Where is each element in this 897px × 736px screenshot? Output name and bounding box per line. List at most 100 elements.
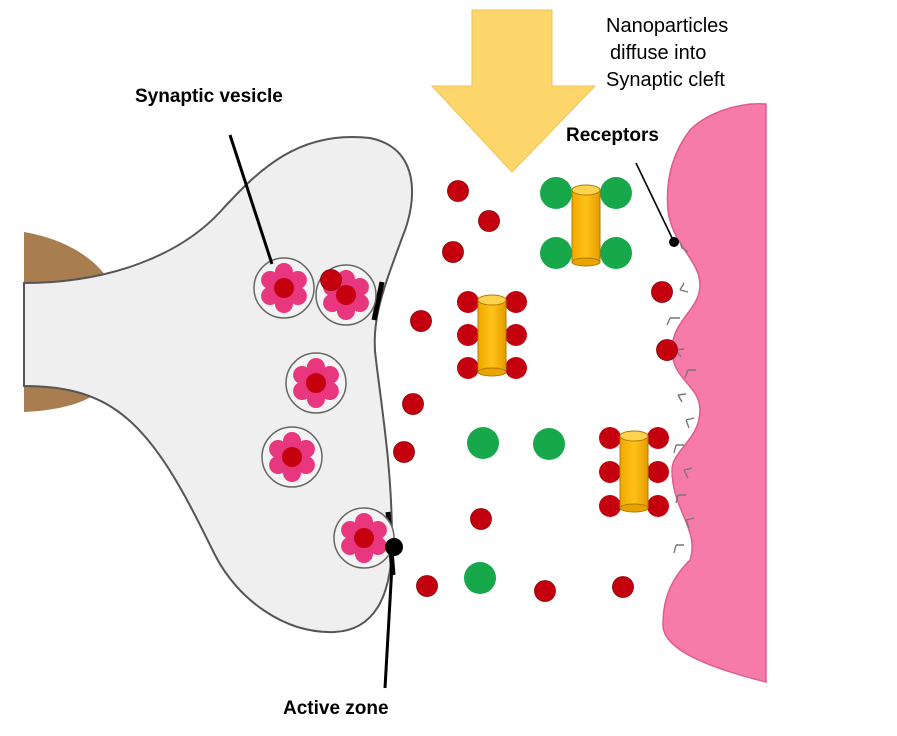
carrier-sphere — [599, 427, 621, 449]
neurotransmitter-dot — [296, 440, 315, 458]
neurotransmitter-dot — [293, 382, 312, 400]
cleft-particles — [320, 180, 678, 602]
receptor-icon — [673, 544, 684, 554]
nanoparticles-note-line2: diffuse into — [610, 42, 707, 64]
postsynaptic-membrane — [662, 103, 767, 683]
carrier-sphere — [505, 357, 527, 379]
receptor-icon — [677, 393, 687, 403]
neurotransmitter-dot — [261, 271, 280, 289]
vesicle-leader-line — [228, 134, 274, 265]
carrier-cylinder-base — [619, 503, 649, 513]
vesicle-circle-icon — [333, 507, 395, 569]
carrier-cylinder-cap — [619, 430, 649, 442]
axon-top — [24, 232, 112, 286]
carrier-sphere — [457, 291, 479, 313]
carrier-sphere — [647, 427, 669, 449]
carrier-cylinder — [571, 189, 601, 263]
neurotransmitter-particle — [402, 393, 424, 415]
neurotransmitter-dot — [341, 521, 360, 539]
vesicle-circle-icon — [253, 257, 315, 319]
neurotransmitter-core — [282, 447, 302, 467]
synaptic-vesicle-label: Synaptic vesicle — [135, 86, 283, 107]
neurotransmitter-dot — [341, 537, 360, 555]
receptor-icon — [685, 517, 695, 529]
receptor-icon — [683, 467, 693, 479]
neurotransmitter-dot — [288, 271, 307, 289]
neurotransmitter-dot — [275, 263, 293, 281]
neurotransmitter-dot — [350, 278, 369, 296]
active-zone-membrane-top — [371, 281, 385, 321]
neurotransmitter-dot — [283, 432, 301, 450]
receptor-icon — [679, 241, 689, 253]
carrier-sphere — [505, 324, 527, 346]
neurotransmitter-dot — [320, 366, 339, 384]
carrier-sphere — [647, 495, 669, 517]
neurotransmitter-dot — [307, 358, 325, 376]
receptor-leader-dot — [669, 237, 679, 247]
neurotransmitter-particle — [320, 269, 342, 291]
neurotransmitter-core — [354, 528, 374, 548]
carrier-cylinder — [619, 435, 649, 509]
neurotransmitter-particle — [478, 210, 500, 232]
nanoparticles-note-line3: Synaptic cleft — [606, 69, 725, 91]
carrier-cylinder-base — [477, 367, 507, 377]
neurotransmitter-dot — [288, 287, 307, 305]
neurotransmitter-dot — [307, 390, 325, 408]
receptor-icon — [685, 417, 695, 429]
neurotransmitter-dot — [293, 366, 312, 384]
neurotransmitter-dot — [350, 294, 369, 312]
receptor-leader-line — [635, 162, 675, 243]
neurotransmitter-dot — [337, 270, 355, 288]
vesicle-circle-icon — [285, 352, 347, 414]
receptor-icon — [666, 317, 680, 326]
receptor-icon — [684, 369, 696, 379]
nanoparticle-carriers — [457, 177, 669, 517]
carrier-cylinder-cap — [571, 184, 601, 196]
neurotransmitter-dot — [355, 545, 373, 563]
neurotransmitter-particle — [416, 575, 438, 597]
carrier-sphere — [647, 461, 669, 483]
nanocarrier — [599, 427, 669, 517]
neurotransmitter-core — [336, 285, 356, 305]
carrier-sphere — [600, 177, 632, 209]
neurotransmitter-particle — [393, 441, 415, 463]
neurotransmitter-dot — [368, 537, 387, 555]
nanoparticle-green — [464, 562, 496, 594]
neurotransmitter-particle — [534, 580, 556, 602]
nanoparticle-green — [533, 428, 565, 460]
carrier-sphere — [599, 495, 621, 517]
neurotransmitter-particle — [410, 310, 432, 332]
receptor-icon — [675, 494, 686, 504]
neurotransmitter-particle — [447, 180, 469, 202]
neurotransmitter-dot — [337, 302, 355, 320]
carrier-cylinder-base — [571, 257, 601, 267]
vesicle-circle-icon — [261, 426, 323, 488]
carrier-sphere — [505, 291, 527, 313]
neurotransmitter-particle — [656, 339, 678, 361]
nanocarrier — [457, 291, 527, 379]
nanocarrier — [540, 177, 632, 269]
neurotransmitter-particle — [470, 508, 492, 530]
neurotransmitter-dot — [275, 295, 293, 313]
receptors-label: Receptors — [566, 125, 659, 146]
neurotransmitter-dot — [320, 382, 339, 400]
neurotransmitter-dot — [296, 456, 315, 474]
neurotransmitter-particle — [442, 241, 464, 263]
down-arrow-icon — [430, 9, 597, 173]
carrier-sphere — [600, 237, 632, 269]
carrier-sphere — [599, 461, 621, 483]
neurotransmitter-dot — [368, 521, 387, 539]
receptor-icon — [679, 282, 689, 293]
carrier-cylinder — [477, 299, 507, 373]
neurotransmitter-core — [274, 278, 294, 298]
receptor-group — [666, 241, 696, 554]
receptor-icon — [673, 444, 684, 454]
nanoparticle-green — [467, 427, 499, 459]
carrier-sphere — [540, 237, 572, 269]
carrier-cylinder-cap — [477, 294, 507, 306]
active-zone-leader-line — [383, 547, 395, 689]
carrier-sphere — [457, 357, 479, 379]
neurotransmitter-dot — [323, 294, 342, 312]
active-zone-label: Active zone — [283, 698, 389, 719]
